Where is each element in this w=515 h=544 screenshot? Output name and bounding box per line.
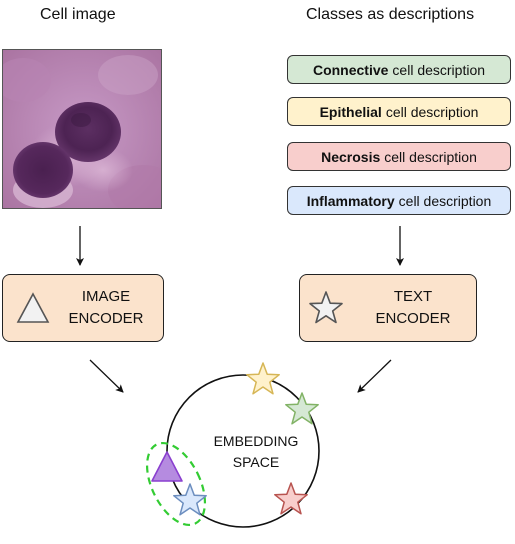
cell-image [2, 49, 162, 209]
image-encoder-box: IMAGE ENCODER [2, 274, 164, 342]
class-name: Connective [312, 61, 389, 78]
class-name: Inflammatory [306, 192, 395, 209]
embedding-label-1: EMBEDDING [213, 433, 299, 449]
star-inflammatory [173, 483, 207, 516]
triangle-icon [16, 292, 50, 323]
matched-pair-highlight [145, 441, 207, 527]
text-encoder-label-1: TEXT [393, 288, 433, 305]
description-suffix: cell description [384, 148, 477, 165]
text-encoder-label-2: ENCODER [375, 310, 451, 327]
star-icon [309, 291, 343, 324]
image-embedding-triangle [151, 451, 183, 482]
arrow-image-encoder-to-space [89, 359, 124, 393]
description-suffix: cell description [398, 192, 492, 209]
embedding-space-circle [166, 374, 320, 528]
description-suffix: cell description [392, 61, 486, 78]
star-epithelial [246, 362, 280, 395]
image-encoder-label-2: ENCODER [68, 310, 144, 327]
star-necrosis [274, 482, 308, 515]
descriptions-heading: Classes as descriptions [306, 6, 475, 23]
class-name: Epithelial [319, 103, 382, 120]
class-name: Necrosis [321, 148, 381, 165]
star-connective [285, 392, 319, 425]
embedding-label-2: SPACE [232, 454, 280, 470]
image-encoder-label-1: IMAGE [81, 288, 131, 305]
text-encoder-box: TEXT ENCODER [299, 274, 477, 342]
arrow-text-encoder-to-space [357, 359, 392, 393]
description-suffix: cell description [385, 103, 479, 120]
cell-image-heading: Cell image [40, 6, 116, 23]
embedding-space-label: EMBEDDING SPACE [170, 431, 342, 473]
